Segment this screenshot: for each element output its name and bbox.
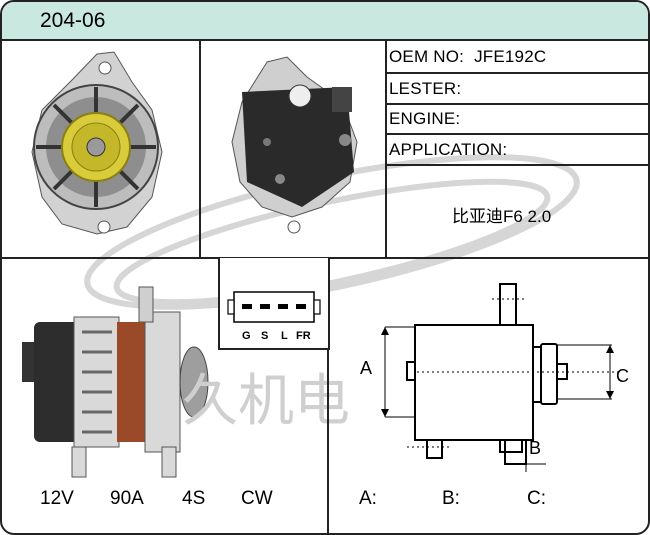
dimension-arrows	[381, 327, 614, 417]
spec-row-4	[385, 164, 648, 166]
divider-v3	[327, 348, 329, 533]
oem-label: OEM NO:	[389, 47, 465, 66]
lester-row: LESTER:	[389, 79, 461, 99]
spec-row-1	[385, 72, 648, 74]
part-number-title: 204-06	[40, 9, 106, 32]
watermark-text: 久机电	[182, 369, 350, 434]
alternator-rear-image	[231, 56, 358, 234]
alternator-front-image	[31, 51, 163, 235]
lester-label: LESTER:	[389, 79, 462, 98]
dim-marker-b: B	[529, 438, 542, 458]
connector-plug-icon	[227, 291, 321, 323]
spec-row-2	[385, 103, 648, 105]
pin-label-fr: FR	[296, 330, 311, 342]
dim-a-label: A:	[359, 488, 377, 509]
pin-label-l: L	[281, 330, 288, 342]
divider-v1	[199, 39, 201, 259]
oem-row: OEM NO: JFE192C	[389, 47, 546, 67]
divider-v2	[385, 39, 387, 259]
card-header: 204-06	[2, 2, 648, 41]
pin-label-s: S	[261, 330, 269, 342]
alternator-side-image	[22, 286, 209, 478]
application-value: 比亚迪F6 2.0	[452, 207, 552, 226]
groove-rating: 4S	[182, 488, 206, 509]
dim-c-label: C:	[527, 488, 546, 509]
dim-marker-c: C	[616, 366, 629, 386]
rotation-rating: CW	[241, 488, 273, 509]
pin-label-g: G	[242, 330, 251, 342]
engine-row: ENGINE:	[389, 109, 460, 129]
current-rating: 90A	[110, 488, 144, 509]
connector-diagram: G S L FR	[218, 258, 330, 350]
spec-row-3	[385, 133, 648, 135]
engine-label: ENGINE:	[389, 109, 461, 128]
dimension-drawing	[384, 283, 622, 472]
application-row: APPLICATION:	[389, 140, 507, 160]
dim-marker-a: A	[360, 358, 373, 378]
voltage-rating: 12V	[40, 488, 74, 509]
application-label: APPLICATION:	[389, 140, 508, 159]
dim-b-label: B:	[442, 488, 460, 509]
oem-value: JFE192C	[474, 47, 547, 66]
